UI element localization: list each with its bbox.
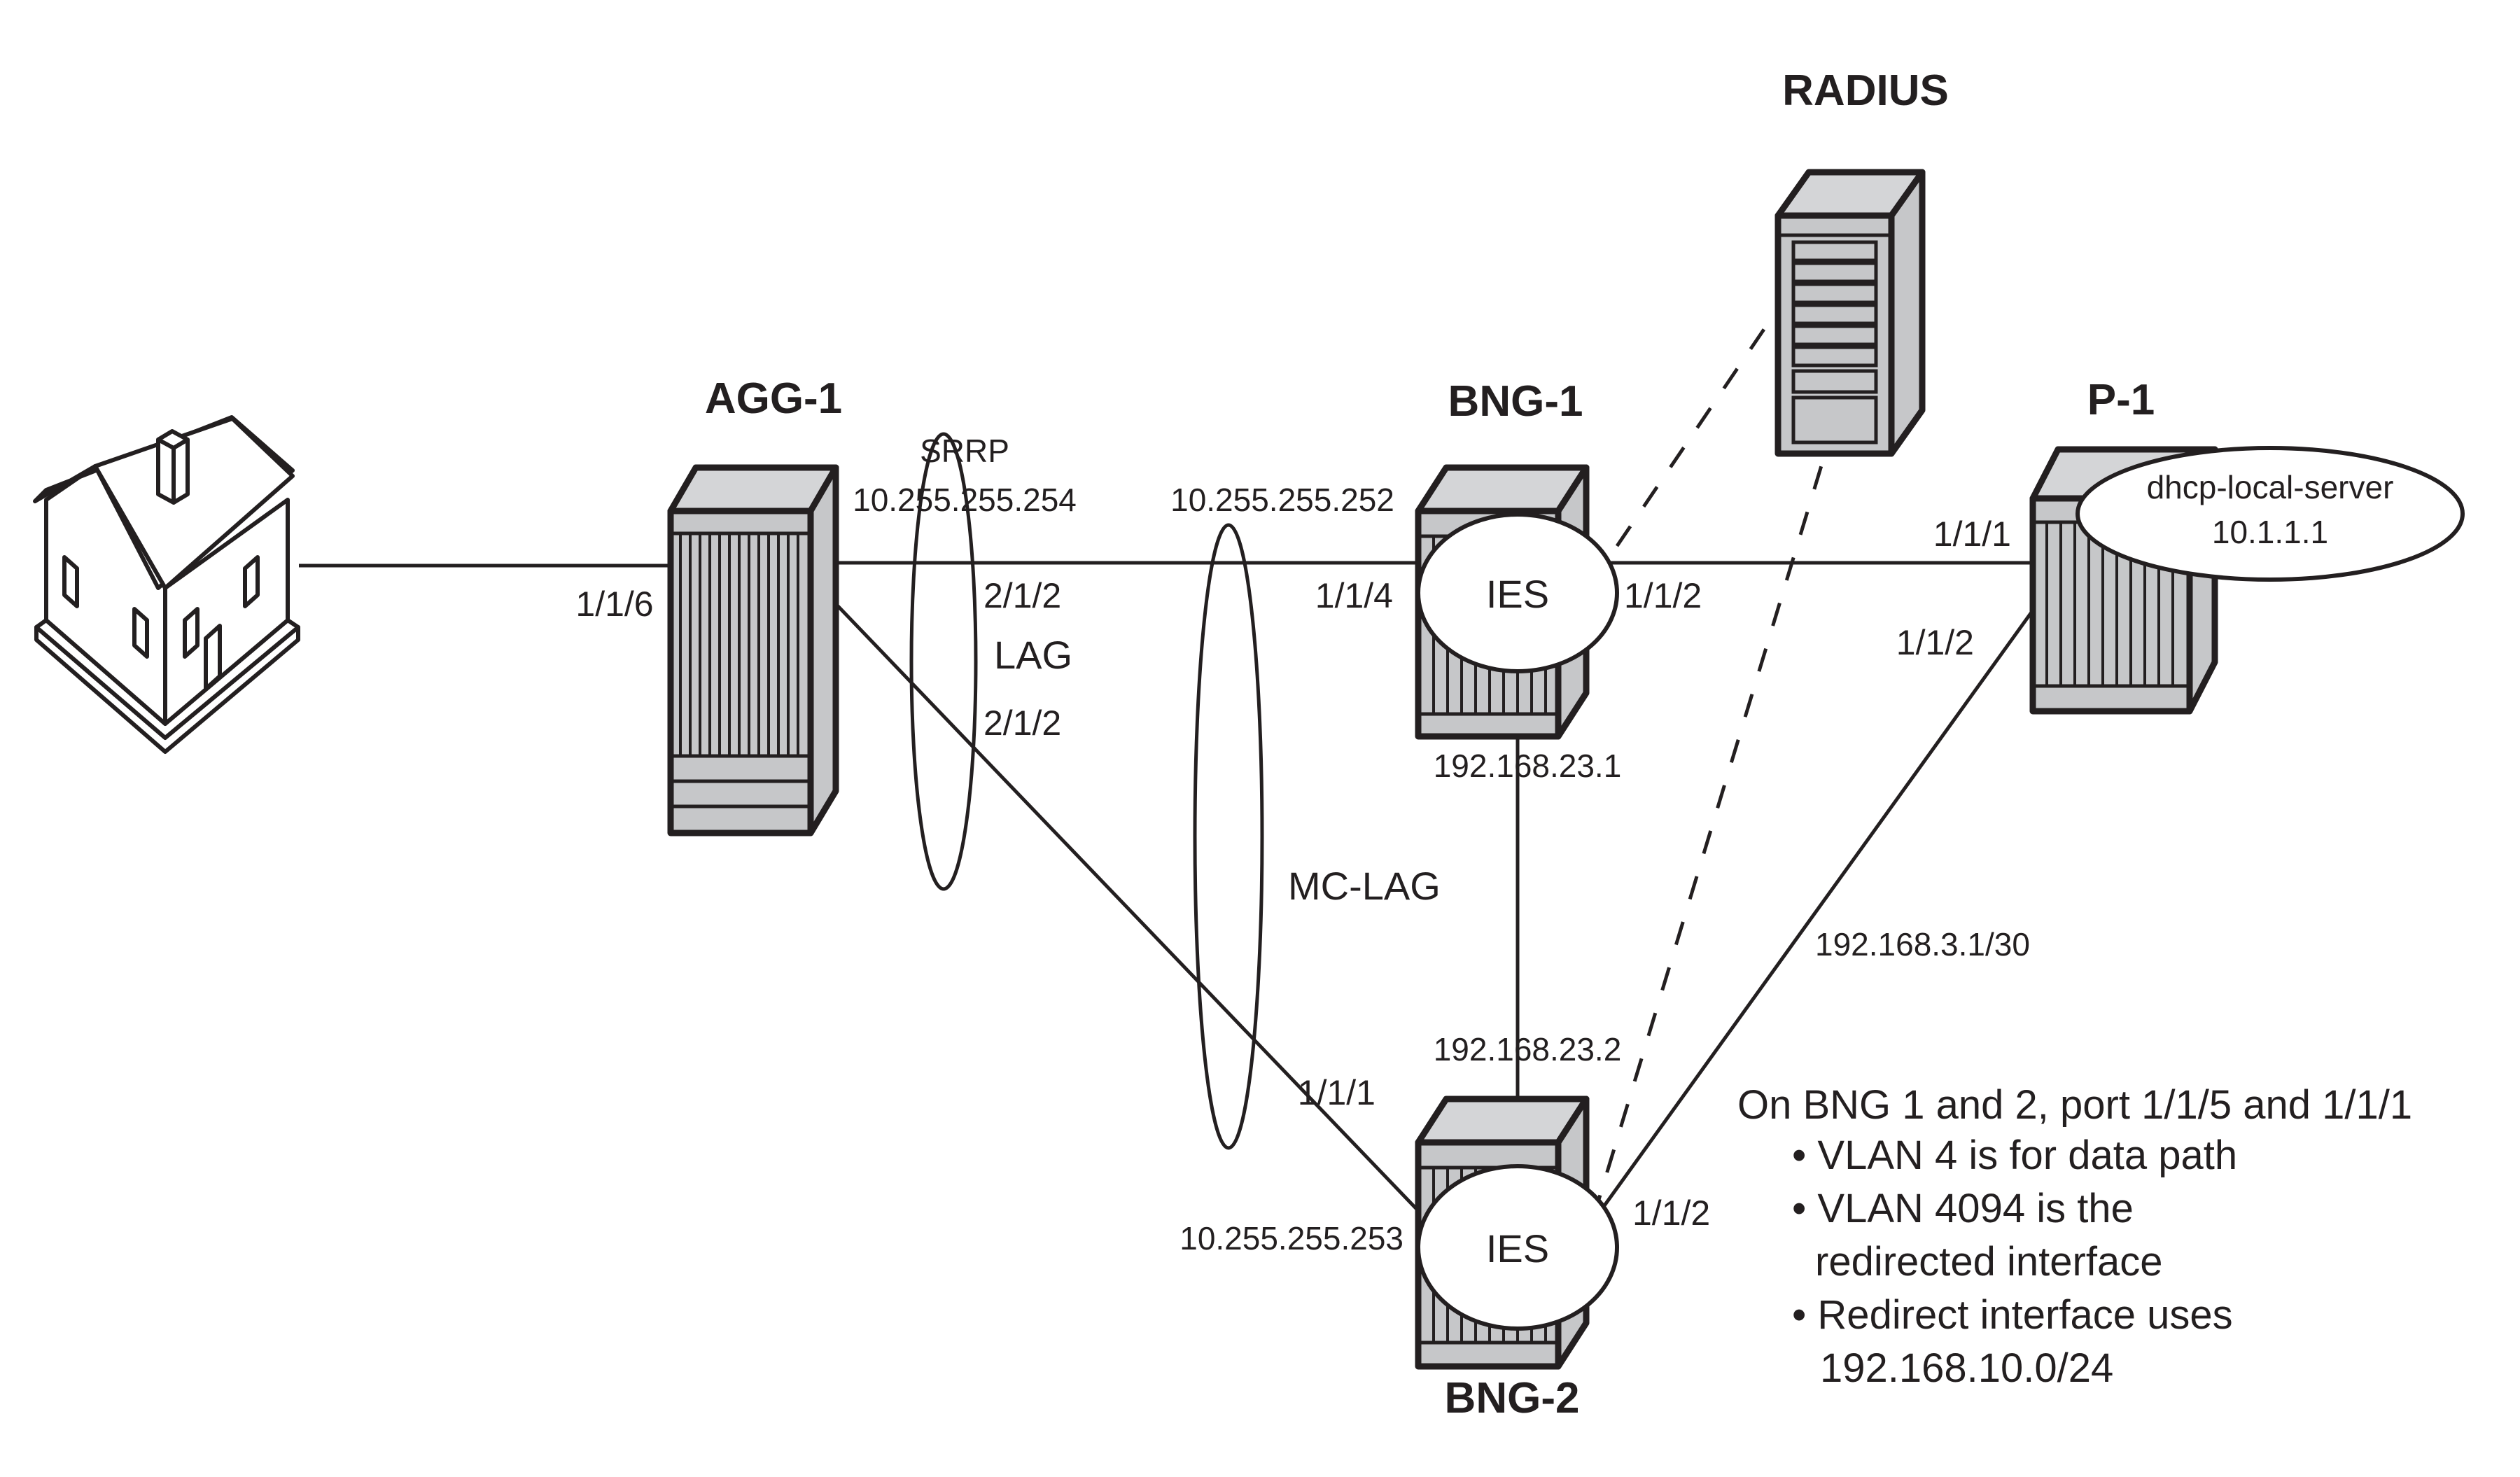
lag-label: LAG (994, 633, 1072, 677)
note-bullet-2-text: VLAN 4094 is the (1817, 1186, 2133, 1231)
dhcp-server-label: dhcp-local-server (2147, 469, 2394, 505)
links (299, 281, 2035, 1226)
bng2-label: BNG-2 (1445, 1374, 1580, 1422)
p1-port-bng2: 1/1/2 (1896, 623, 1974, 662)
router-chassis-icon (667, 464, 839, 836)
bng2-ip: 10.255.255.253 (1180, 1220, 1404, 1256)
bng1-label: BNG-1 (1448, 377, 1583, 426)
note-bullet-3-text: Redirect interface uses (1817, 1292, 2232, 1338)
bng1-ies-label: IES (1486, 572, 1549, 616)
radius-node[interactable]: RADIUS (1774, 66, 1949, 457)
note-bullet-1-text: VLAN 4 is for data path (1817, 1133, 2237, 1178)
link-agg1-bng2 (823, 591, 1427, 1219)
bng1-ies-ellipse[interactable] (1416, 512, 1619, 673)
bng1-port-p1: 1/1/2 (1624, 576, 1702, 615)
agg1-label: AGG-1 (705, 374, 842, 423)
bng2-node[interactable]: IES BNG-2 192.168.23.2 1/1/1 10.255.255.… (1180, 1031, 1710, 1422)
agg1-port-house: 1/1/6 (575, 584, 653, 624)
bng2-port-p1: 1/1/2 (1632, 1194, 1710, 1233)
bng2-port-agg: 1/1/1 (1298, 1073, 1376, 1112)
note-bullet-2-cont: redirected interface (1815, 1239, 2162, 1284)
lag-port-bottom: 2/1/2 (983, 704, 1061, 743)
lag-port-top: 2/1/2 (983, 576, 1061, 615)
note-bullet-1: • VLAN 4 is for data path (1792, 1133, 2237, 1178)
note-bullet-3: • Redirect interface uses (1792, 1292, 2233, 1338)
mclag-group: MC-LAG (1193, 523, 1441, 1150)
config-note: On BNG 1 and 2, port 1/1/5 and 1/1/1 • V… (1737, 1082, 2412, 1391)
p1-node[interactable]: P-1 dhcp-local-server 10.1.1.1 1/1/1 1/1… (1815, 376, 2465, 962)
bng2-ies-ellipse[interactable] (1416, 1164, 1619, 1331)
lag-group: SRRP 10.255.255.254 2/1/2 LAG 2/1/2 (853, 432, 1077, 891)
bng1-ip: 10.255.255.252 (1170, 482, 1394, 518)
p1-bng2-link-ip: 192.168.3.1/30 (1815, 926, 2030, 962)
dhcp-server-ellipse[interactable] (2076, 446, 2465, 582)
radius-label: RADIUS (1782, 66, 1949, 115)
link-bng2-p1 (1588, 609, 2035, 1226)
link-bng2-radius (1591, 331, 1864, 1219)
mclag-label: MC-LAG (1288, 864, 1441, 908)
lag-ellipse (909, 432, 978, 891)
agg1-node[interactable]: AGG-1 1/1/6 (575, 374, 842, 836)
house-icon (33, 415, 300, 754)
srrp-label: SRRP (920, 433, 1009, 469)
server-icon (1774, 169, 1926, 457)
note-bullet-2: • VLAN 4094 is the (1792, 1186, 2134, 1231)
bng1-ip-23: 192.168.23.1 (1434, 748, 1622, 784)
dhcp-server-ip: 10.1.1.1 (2212, 514, 2328, 550)
bng1-node[interactable]: BNG-1 IES 10.255.255.252 1/1/4 1/1/2 192… (1170, 377, 1702, 784)
bng2-ies-label: IES (1486, 1226, 1549, 1270)
note-bullet-3-cont: 192.168.10.0/24 (1820, 1345, 2113, 1391)
mclag-ellipse (1193, 523, 1264, 1150)
p1-label: P-1 (2087, 376, 2155, 424)
link-bng1-radius (1615, 281, 1798, 547)
srrp-ip: 10.255.255.254 (853, 482, 1077, 518)
bng1-port-agg: 1/1/4 (1315, 576, 1393, 615)
note-heading: On BNG 1 and 2, port 1/1/5 and 1/1/1 (1737, 1082, 2412, 1128)
bng2-ip-23: 192.168.23.2 (1434, 1031, 1622, 1068)
p1-port-bng1: 1/1/1 (1933, 514, 2011, 554)
